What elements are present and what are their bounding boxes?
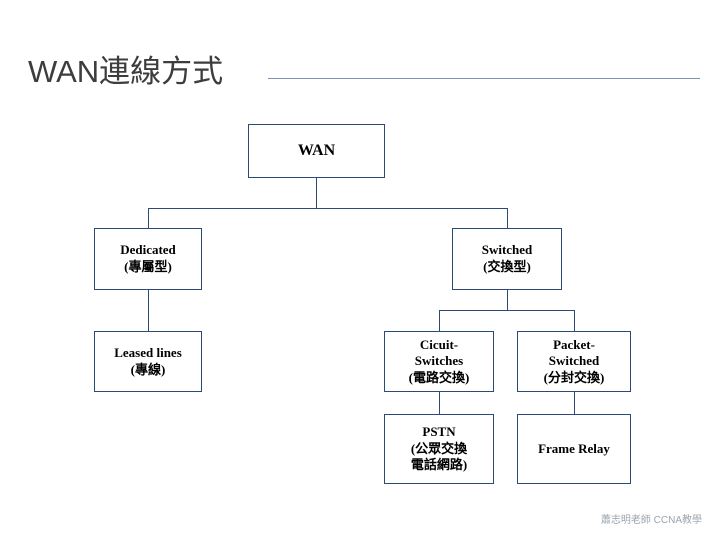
connector-switched-up	[507, 208, 508, 228]
node-leased-lines-line2: (專線)	[130, 361, 166, 377]
page-title: WAN連線方式	[28, 54, 224, 89]
node-leased-lines[interactable]: Leased lines (專線)	[94, 331, 202, 392]
node-wan-line1: WAN	[297, 141, 336, 159]
node-packet-switched-line2: Switched	[548, 353, 600, 369]
node-switched-line2: (交換型)	[483, 259, 531, 274]
node-circuit-switches-line2: Switches	[414, 353, 464, 369]
node-circuit-switches-line1: Cicuit-	[419, 336, 459, 352]
node-pstn-line3: 電話網路)	[410, 457, 468, 473]
node-circuit-switches[interactable]: Cicuit- Switches (電路交換)	[384, 331, 494, 392]
node-circuit-switches-line3: (電路交換)	[408, 369, 470, 385]
connector-switched-down	[507, 290, 508, 310]
connector-dedicated-leased	[148, 290, 149, 331]
node-pstn-line1: PSTN	[422, 424, 456, 440]
node-pstn-line2: (公眾交換	[410, 440, 468, 456]
node-packet-switched[interactable]: Packet- Switched (分封交換)	[517, 331, 631, 392]
node-switched-line1: Switched	[481, 242, 533, 258]
node-dedicated-line2: (專屬型)	[124, 259, 172, 274]
connector-packet-up	[574, 310, 575, 331]
node-dedicated[interactable]: Dedicated (專屬型)	[94, 228, 202, 290]
node-frame-relay[interactable]: Frame Relay	[517, 414, 631, 484]
node-packet-switched-line1: Packet-	[553, 336, 595, 352]
node-frame-relay-line1: Frame Relay	[538, 440, 610, 456]
connector-switched-horizontal	[439, 310, 574, 311]
title-underline	[268, 78, 700, 79]
node-wan[interactable]: WAN	[248, 124, 385, 178]
connector-packet-frame	[574, 392, 575, 414]
connector-circuit-up	[439, 310, 440, 331]
connector-wan-down	[316, 178, 317, 208]
node-dedicated-line1: Dedicated	[120, 242, 176, 258]
node-leased-lines-line1: Leased lines	[114, 344, 182, 360]
connector-wan-horizontal	[148, 208, 507, 209]
node-pstn[interactable]: PSTN (公眾交換 電話網路)	[384, 414, 494, 484]
connector-dedicated-up	[148, 208, 149, 228]
footer-credit: 蕭志明老師 CCNA教學	[600, 515, 702, 526]
connector-circuit-pstn	[439, 392, 440, 414]
node-packet-switched-line3: (分封交換)	[543, 369, 605, 385]
node-switched[interactable]: Switched (交換型)	[452, 228, 562, 290]
